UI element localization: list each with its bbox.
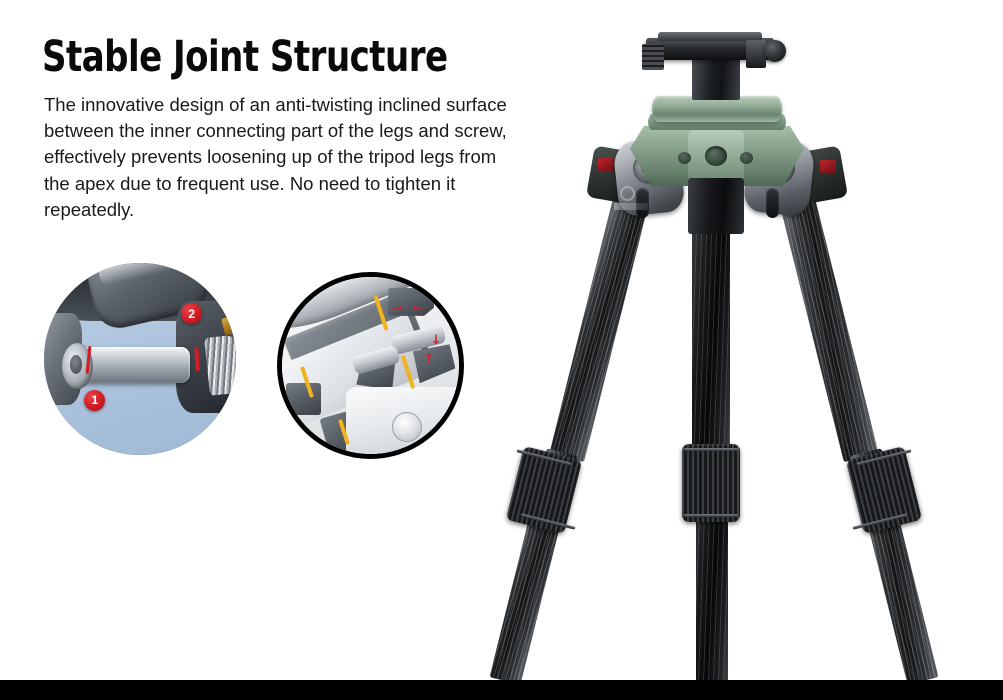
column-stem [692,58,740,100]
page-title: Stable Joint Structure [42,32,448,82]
product-tripod-image [430,0,1003,700]
twist-lock-collar-center [682,444,740,522]
bolt-hole [391,411,422,442]
clamp-top-rail [658,32,762,41]
leg-center-upper [692,206,730,460]
apex-port-center [705,146,727,166]
description-paragraph: The innovative design of an anti-twistin… [44,94,507,220]
clamp-block-lower-left [285,383,321,416]
clamp-block-upper [388,287,435,316]
knurled-grip-texture [204,334,236,396]
hinge-lever-slot-right [766,188,779,218]
force-arrow-right: → [391,300,403,316]
callout-badge-2: 2 [181,303,203,325]
apex-port-left [678,152,691,164]
force-arrow-down: ↓ [430,332,442,348]
description-block: The innovative design of an anti-twistin… [44,92,514,223]
collar-ring-center-bottom [684,514,738,517]
leg-left-upper [549,191,650,463]
inset-cross-section-diagram: → ← ↓ ↑ [277,272,464,459]
collar-ring-center-top [684,448,738,451]
accent-chip-right [820,160,836,173]
inset-joint-pin-closeup: 1 2 [44,263,236,455]
center-column [688,178,744,234]
bottom-bar [0,680,1003,700]
accent-chip-left [598,158,614,171]
screw-pin-socket [69,355,83,375]
brand-logo-ring [620,186,635,201]
apex-port-right [740,152,753,164]
locking-knob[interactable] [764,40,786,62]
clamp-jaw-right [746,40,766,68]
leg-right-upper [778,191,879,463]
callout-badge-1: 1 [84,389,106,411]
callout-badge-1-label: 1 [91,393,99,408]
brand-logo-wordmark [614,203,648,210]
quick-release-clamp[interactable] [646,38,774,60]
panning-base-upper [652,96,782,122]
brand-logo [614,186,648,216]
force-arrow-up: ↑ [423,352,435,368]
callout-line-2 [194,347,200,372]
force-arrow-left: ← [412,300,424,316]
hinge-lever-slot-left [636,188,649,218]
clamp-jaw-left [642,44,664,70]
callout-badge-2-label: 2 [188,306,196,321]
